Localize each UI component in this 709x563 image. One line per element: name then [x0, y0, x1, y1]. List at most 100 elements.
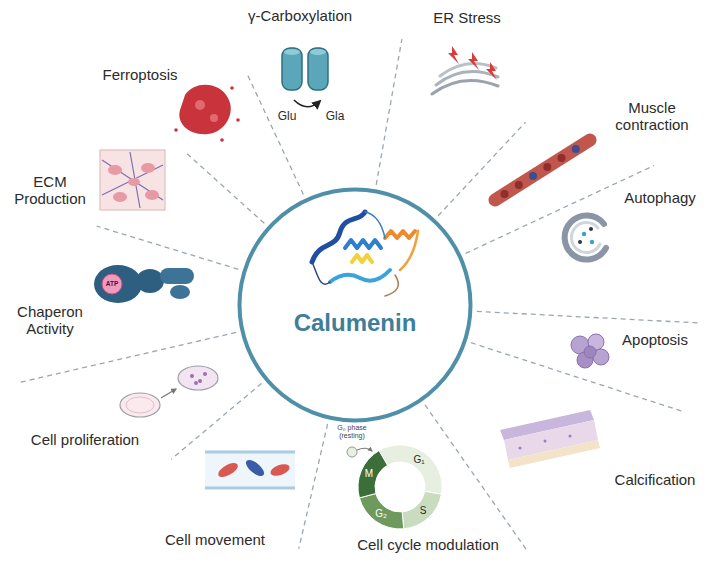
icon-label: G₀ phase (resting) [330, 424, 374, 440]
autophagy-icon-part [590, 240, 594, 244]
protein-structure-part [312, 262, 330, 284]
proliferation-icon-part [120, 393, 160, 417]
cell-movement-icon-part [243, 457, 266, 479]
ecm-icon-part [108, 165, 122, 175]
function-label: Cell cycle modulation [357, 536, 499, 553]
divider-lines-part [466, 166, 654, 254]
divider-lines-part [171, 383, 261, 459]
function-label: Autophagy [624, 189, 696, 206]
cell-movement-icon [205, 452, 295, 488]
er-stress-icon-part [448, 46, 459, 64]
protein-structure-part [345, 240, 381, 248]
proliferation-icon-part [190, 374, 194, 378]
divider-lines-part [184, 151, 264, 223]
apoptosis-icon [571, 334, 609, 368]
protein-structure [312, 212, 418, 296]
chaperone-icon-part [136, 269, 164, 293]
carboxylation-icon-part [282, 48, 302, 90]
ecm-icon-part [100, 150, 165, 210]
carboxylation-icon-part [308, 48, 328, 90]
calcification-icon [500, 410, 600, 468]
muscle-fiber-icon [495, 140, 590, 200]
protein-structure-part [352, 255, 372, 262]
cell-cycle-icon-part [379, 445, 442, 494]
protein-structure-part [365, 212, 385, 238]
function-label: Apoptosis [622, 331, 688, 348]
er-stress-icon-part [468, 52, 479, 70]
cell-cycle-icon-part [402, 491, 441, 529]
function-label: Cell proliferation [31, 431, 139, 448]
divider-lines-part [299, 424, 328, 549]
protein-structure-part [400, 231, 418, 270]
muscle-fiber-icon-part [501, 190, 509, 198]
divider-lines [19, 39, 700, 551]
ferroptosis-icon-part [174, 128, 178, 132]
function-label: Cell movement [165, 531, 265, 548]
er-stress-icon [432, 46, 498, 94]
function-label: Chaperon Activity [10, 303, 90, 338]
ferroptosis-icon-part [179, 85, 230, 134]
ecm-icon-part [141, 163, 155, 173]
circle-ring [240, 190, 471, 421]
protein-structure-part [385, 275, 398, 296]
er-stress-icon-part [486, 62, 497, 80]
ferroptosis-icon-part [195, 100, 205, 110]
cell-movement-icon-part [269, 462, 291, 478]
icon-label: G₂ [375, 508, 387, 520]
proliferation-icon-part [198, 379, 202, 383]
muscle-fiber-icon-part [543, 163, 551, 171]
ecm-icon-part [128, 178, 140, 186]
carboxylation-icon-part [294, 100, 320, 107]
carboxylation-icon-part [284, 49, 300, 55]
proliferation-icon-part [161, 389, 176, 398]
autophagy-icon [565, 216, 606, 260]
cell-cycle-icon-part [359, 494, 403, 529]
function-label: ECM Production [8, 173, 93, 208]
muscle-fiber-icon-part [558, 154, 566, 162]
function-label: Muscle contraction [605, 99, 700, 134]
cell-cycle-icon [347, 445, 442, 529]
center-title: Calumenin [237, 309, 473, 337]
icon-label: G₁ [413, 454, 424, 466]
calcification-icon-part [508, 440, 600, 468]
ferroptosis-icon-part [230, 86, 234, 90]
divider-lines-part [97, 226, 239, 269]
apoptosis-icon-part [584, 346, 596, 358]
proliferation-icon [120, 366, 218, 417]
chaperone-icon [94, 265, 194, 303]
autophagy-icon-part [578, 240, 582, 244]
cell-cycle-icon-part [357, 448, 372, 451]
muscle-fiber-icon-part [515, 181, 523, 189]
proliferation-icon-part [194, 381, 198, 385]
chaperone-icon-part [170, 285, 190, 299]
chaperone-icon-part [102, 274, 122, 294]
icon-label: ATP [106, 280, 119, 287]
protein-structure-part [385, 231, 415, 238]
ferroptosis-icon-part [236, 118, 240, 122]
proliferation-icon-part [203, 372, 207, 376]
divider-lines-part [438, 122, 525, 216]
function-label: γ-Carboxylation [248, 7, 352, 24]
calcification-icon-part [519, 447, 522, 450]
calcification-icon-part [569, 435, 572, 438]
protein-structure-part [330, 270, 390, 282]
icon-label: Gla [326, 110, 345, 124]
cell-cycle-icon-part [358, 451, 388, 498]
muscle-fiber-icon-part [572, 145, 580, 153]
cell-movement-icon-part [205, 452, 295, 488]
carboxylation-icon-part [310, 49, 326, 55]
ecm-icon-part [145, 190, 159, 200]
calcification-icon-part [544, 440, 547, 443]
function-label: Ferroptosis [102, 66, 177, 83]
muscle-fiber-icon-part [529, 172, 537, 180]
muscle-fiber-icon-part [495, 140, 590, 200]
proliferation-icon-part [126, 397, 154, 413]
carboxylation-icon [282, 48, 328, 107]
divider-lines-part [19, 332, 236, 382]
cell-movement-icon-part [205, 487, 295, 490]
center-circle: Calumenin [237, 187, 473, 423]
autophagy-icon-part [582, 232, 586, 236]
autophagy-icon-part [571, 223, 600, 253]
function-label: Calcification [615, 471, 696, 488]
